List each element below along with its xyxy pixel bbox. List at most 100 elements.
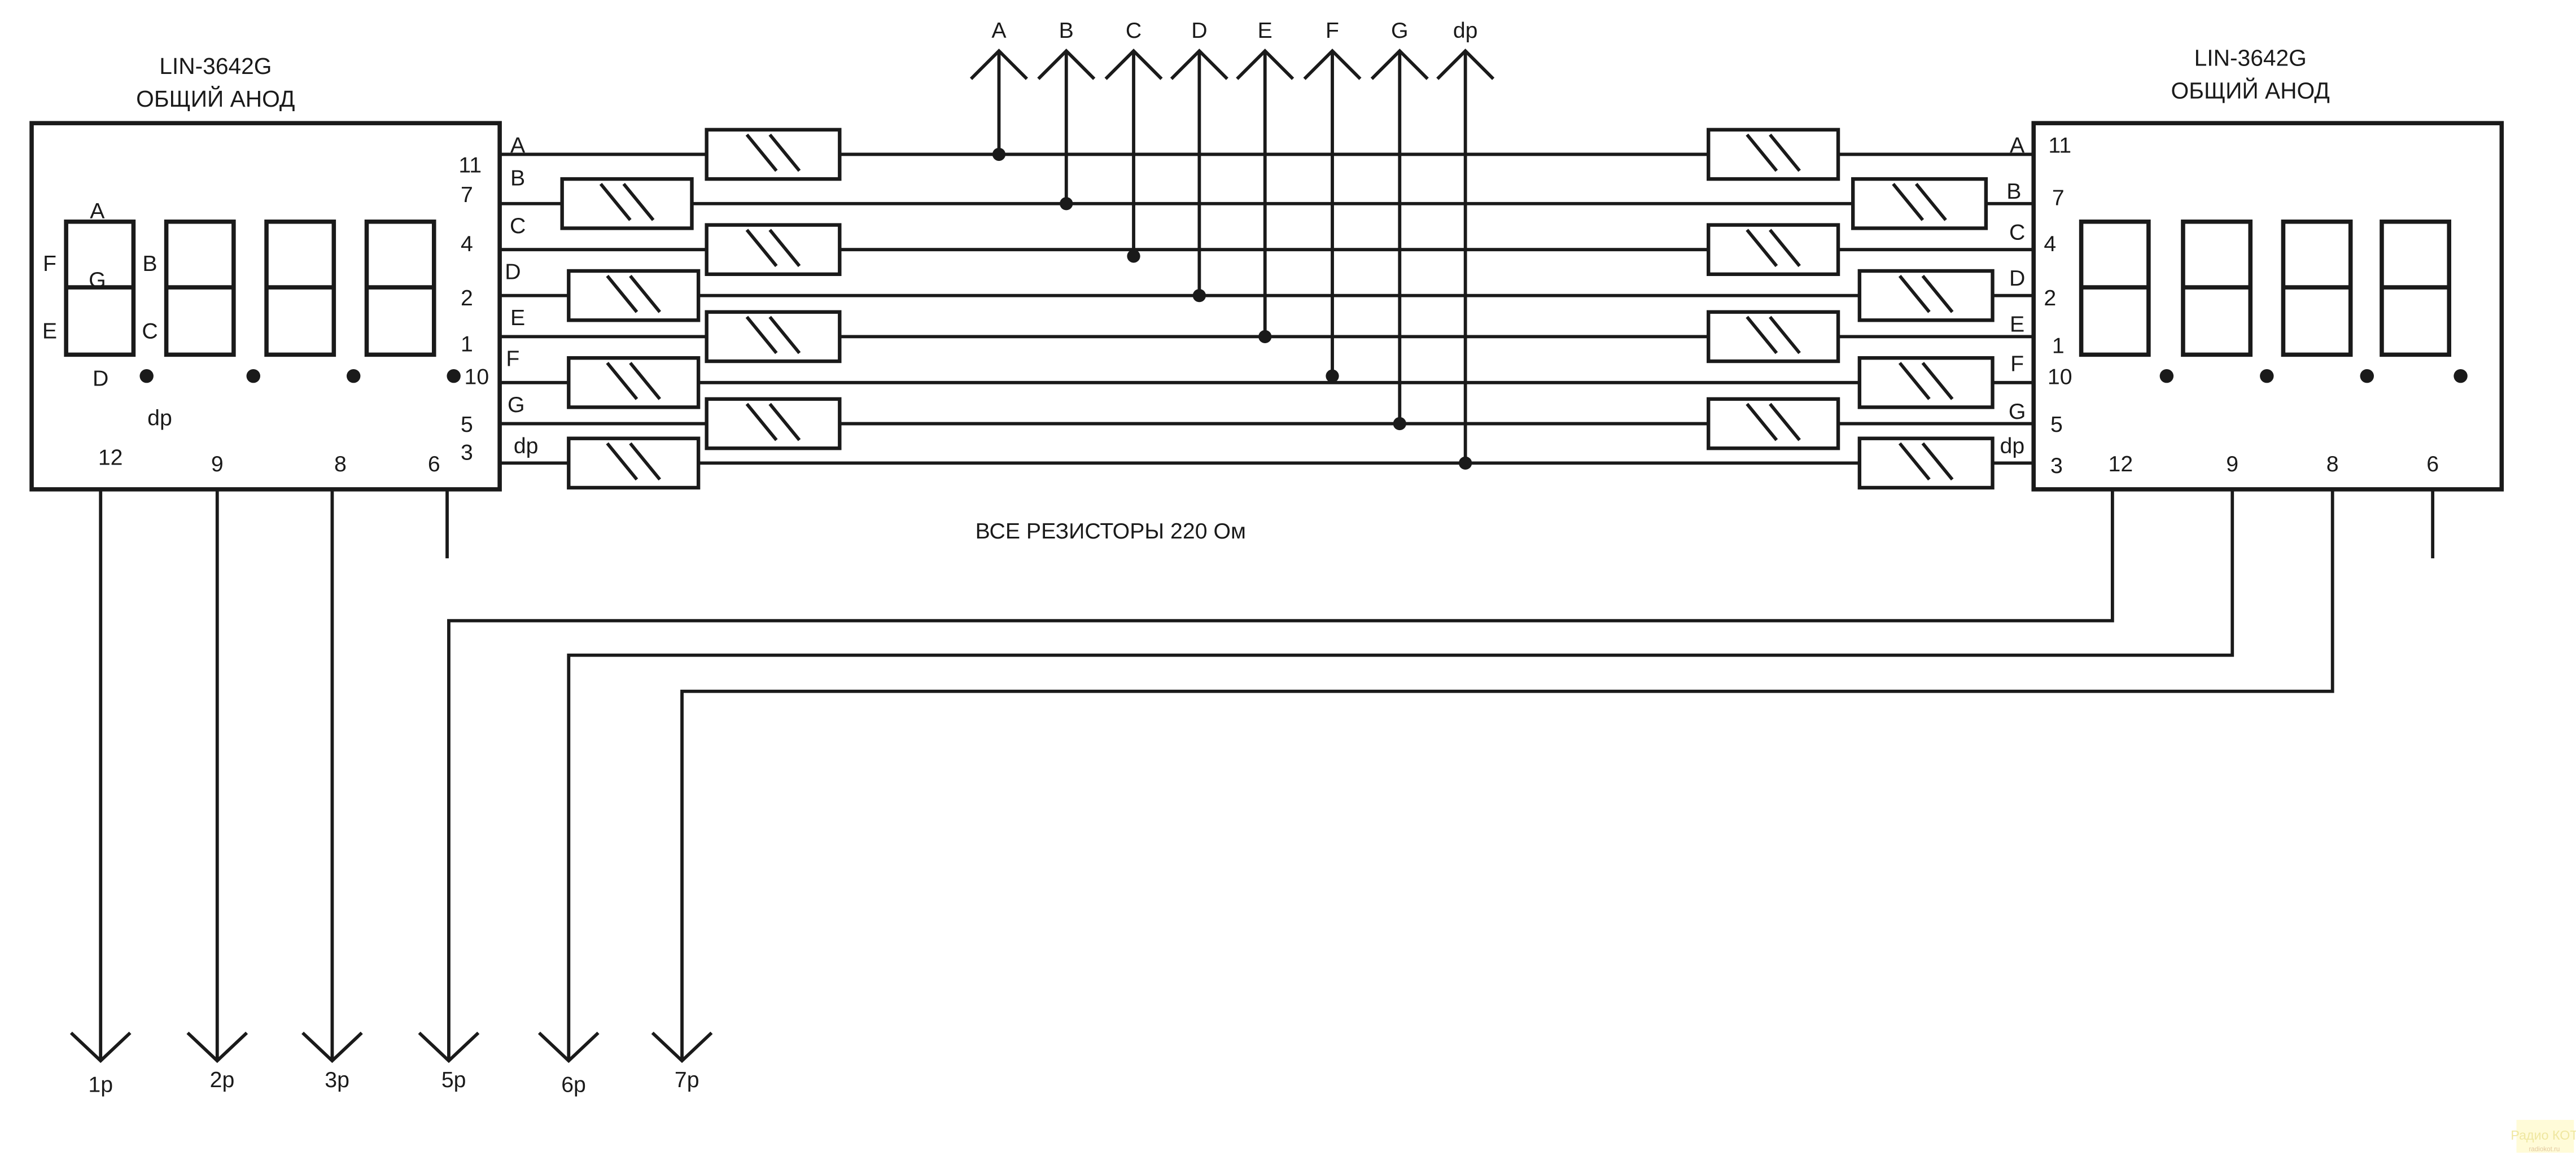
decimal-point-dot [2453, 369, 2468, 383]
digit-output-label: 1р [88, 1072, 113, 1097]
right-model-label: LIN-3642G [2194, 45, 2307, 71]
right-type-label: ОБЩИЙ АНОД [2171, 78, 2330, 104]
digit-output-label: 3р [325, 1067, 349, 1092]
segment-legend-G: G [89, 268, 106, 292]
junction-dot [1127, 249, 1140, 263]
junction-dot [1258, 330, 1272, 343]
arrow-down-icon [537, 1031, 600, 1063]
resistor-slash [745, 133, 778, 172]
resistor-slash [1769, 133, 1801, 172]
resistor-slash [768, 402, 801, 441]
bus-label-C: C [1126, 18, 1142, 43]
arrow-up-icon [1037, 49, 1096, 80]
segment-pin-label: G [2009, 399, 2026, 424]
digit-line [447, 489, 2114, 1059]
arrow-up-icon [1436, 49, 1495, 80]
resistor-slash [1769, 316, 1801, 354]
digit-pin-number: 8 [334, 452, 347, 476]
watermark-logo: Радио КОТ radiokot.ru [2511, 1120, 2576, 1153]
pin-number: 11 [2048, 133, 2071, 158]
resistor-slash [606, 274, 638, 313]
segment-pin-label: A [2010, 133, 2025, 158]
arrow-up-icon [1170, 49, 1228, 80]
arrow-up-icon [969, 49, 1029, 80]
junction-dot [1060, 197, 1073, 211]
resistor-slash [1914, 182, 1947, 221]
digit-output-label: 7р [675, 1067, 699, 1092]
segment-legend-A: A [90, 199, 105, 224]
pin-number: 1 [461, 332, 473, 357]
resistor-slash [768, 133, 801, 172]
resistor-left-F [567, 356, 701, 409]
pin-number: 3 [2050, 453, 2063, 478]
segment-pin-label: B [2006, 179, 2021, 204]
junction-dot [1459, 456, 1472, 470]
resistor-note: ВСЕ РЕЗИСТОРЫ 220 Ом [976, 519, 1246, 544]
resistor-left-C [705, 223, 842, 277]
resistor-slash [768, 229, 801, 268]
decimal-point-dot [347, 369, 361, 383]
bus-label-dp: dp [1453, 18, 1478, 43]
resistor-slash [1921, 274, 1954, 313]
resistor-slash [629, 362, 662, 400]
segment-legend-D: D [93, 366, 108, 391]
resistor-left-E [705, 310, 842, 364]
svg-text:radiokot.ru: radiokot.ru [2529, 1145, 2560, 1153]
display-body [2031, 121, 2504, 492]
resistor-slash [745, 402, 778, 441]
arrow-down-icon [301, 1031, 363, 1063]
segment-pin-label: C [510, 213, 526, 238]
resistor-right-G [1707, 397, 1840, 450]
resistor-slash [1921, 362, 1954, 400]
digit-pin-number: 6 [428, 452, 440, 476]
resistor-slash [629, 442, 662, 481]
decimal-point-dot [2159, 369, 2174, 383]
resistor-slash [1898, 362, 1931, 400]
segment-legend-dp: dp [147, 405, 172, 430]
pin-number: 2 [461, 286, 473, 310]
resistor-slash [606, 442, 638, 481]
resistor-slash [745, 316, 778, 354]
digit-pin-number: 6 [2426, 452, 2439, 476]
pin-number: 11 [458, 152, 482, 177]
pin-number: 4 [461, 231, 473, 256]
resistor-right-F [1857, 356, 1995, 409]
bus-label-E: E [1258, 18, 1272, 43]
digit-pin-number: 9 [2226, 452, 2238, 476]
right-display [2031, 121, 2504, 492]
arrow-up-icon [1303, 49, 1362, 80]
segment-pin-label: F [506, 347, 519, 371]
arrow-down-icon [651, 1031, 713, 1063]
resistor-slash [1746, 133, 1778, 172]
digit-pin-number: 8 [2326, 452, 2339, 476]
segment-legend-E: E [42, 318, 57, 343]
left-type-label: ОБЩИЙ АНОД [136, 86, 295, 112]
resistor-left-B [560, 177, 694, 230]
digit-line [567, 489, 2234, 1059]
resistor-slash [1769, 229, 1801, 268]
segment-pin-label: C [2009, 220, 2025, 245]
display-body [29, 121, 502, 492]
resistor-right-C [1707, 223, 1840, 277]
segment-pin-label: dp [514, 434, 539, 458]
resistor-right-B [1851, 177, 1988, 230]
segment-pin-label: D [2009, 266, 2025, 291]
svg-text:Радио КОТ: Радио КОТ [2511, 1128, 2576, 1142]
bus-label-D: D [1191, 18, 1207, 43]
arrow-down-icon [69, 1031, 132, 1063]
resistor-left-A [705, 128, 842, 181]
arrow-up-icon [1236, 49, 1294, 80]
decimal-point-dot [2360, 369, 2374, 383]
resistor-right-dp [1857, 436, 1995, 490]
segment-pin-label: D [505, 260, 521, 284]
arrow-down-icon [418, 1031, 480, 1063]
decimal-point-dot [246, 369, 260, 383]
segment-pin-label: G [508, 392, 525, 417]
digit-pin-number: 12 [98, 445, 123, 470]
segment-pin-label: B [510, 166, 525, 191]
segment-legend-C: C [142, 318, 158, 343]
resistor-right-A [1707, 128, 1840, 181]
pin-number: 1 [2052, 333, 2065, 358]
junction-dot [1326, 369, 1339, 383]
